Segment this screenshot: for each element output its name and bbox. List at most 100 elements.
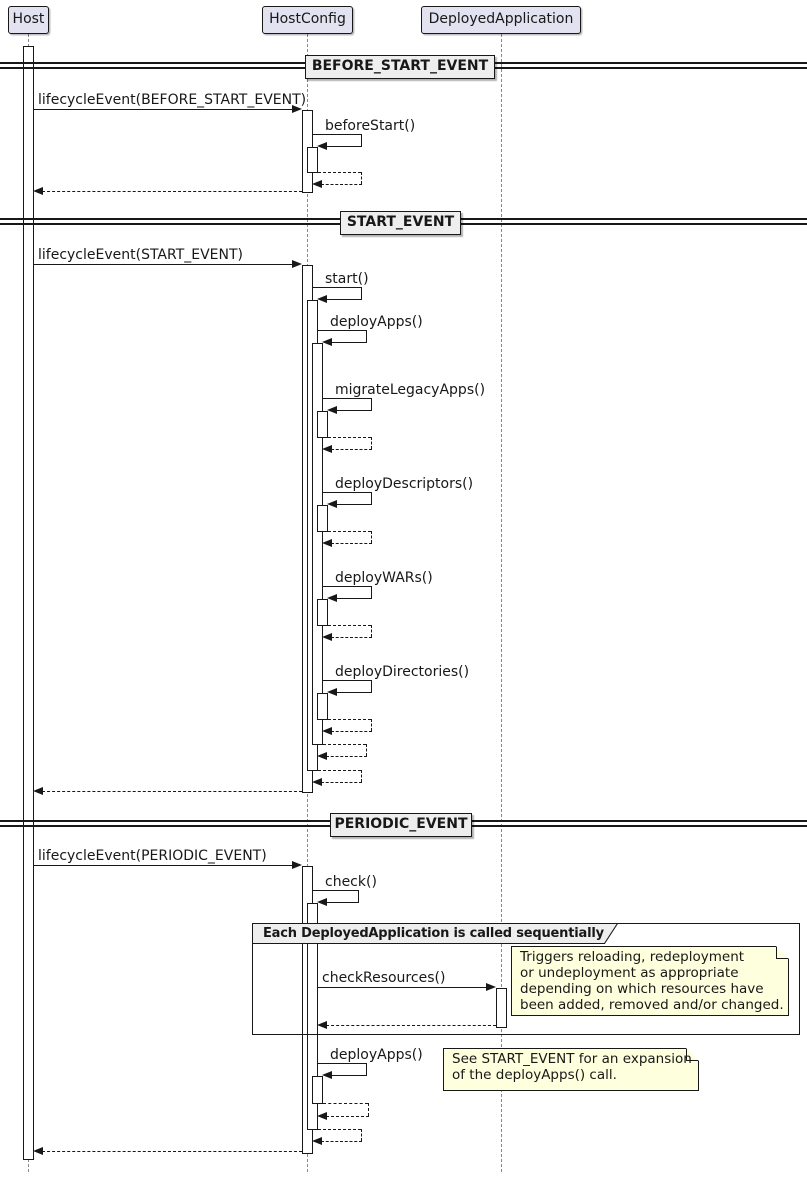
group-header-underline bbox=[253, 943, 605, 944]
activation-bar bbox=[312, 1076, 323, 1104]
participant-hostconfig: HostConfig bbox=[262, 6, 353, 34]
self-message-in-line bbox=[336, 504, 372, 505]
self-message-in-line bbox=[331, 1075, 367, 1076]
self-return-in-line bbox=[321, 184, 362, 185]
self-message-side-line bbox=[361, 134, 362, 146]
note-fold-icon bbox=[776, 947, 788, 959]
activation-bar bbox=[307, 903, 318, 1130]
self-return-in-line bbox=[331, 637, 372, 638]
arrowhead-icon bbox=[317, 1112, 327, 1120]
arrowhead-icon bbox=[312, 180, 322, 188]
message-label: lifecycleEvent(START_EVENT) bbox=[38, 247, 244, 263]
arrowhead-icon bbox=[33, 1147, 43, 1155]
self-message-out-line bbox=[313, 890, 358, 891]
message-label: deployDescriptors() bbox=[335, 476, 474, 492]
self-return-side-line bbox=[371, 719, 372, 731]
message-label: check() bbox=[325, 874, 377, 890]
self-return-in-line bbox=[331, 449, 372, 450]
arrowhead-icon bbox=[317, 1021, 327, 1029]
divider-start-event: START_EVENT bbox=[340, 211, 461, 235]
arrowhead-icon bbox=[33, 787, 43, 795]
self-message-side-line bbox=[371, 586, 372, 598]
self-message-out-line bbox=[323, 398, 371, 399]
arrowhead-icon bbox=[322, 727, 332, 735]
message-label: deployApps() bbox=[330, 314, 423, 330]
self-message-in-line bbox=[326, 299, 362, 300]
self-message-in-line bbox=[326, 146, 362, 147]
self-message-side-line bbox=[366, 330, 367, 342]
self-return-in-line bbox=[326, 756, 367, 757]
self-message-side-line bbox=[371, 398, 372, 410]
self-message-out-line bbox=[323, 492, 371, 493]
divider-before-start-event: BEFORE_START_EVENT bbox=[305, 55, 495, 79]
self-return-out-line bbox=[323, 1103, 368, 1104]
self-message-in-line bbox=[336, 410, 372, 411]
self-message-out-line bbox=[323, 680, 371, 681]
arrowhead-icon bbox=[322, 1071, 332, 1079]
self-return-in-line bbox=[321, 782, 362, 783]
note-text-line: been added, removed and/or changed. bbox=[520, 997, 784, 1013]
note-text-line: of the deployApps() call. bbox=[452, 1067, 617, 1083]
self-message-out-line bbox=[313, 287, 361, 288]
message-label: lifecycleEvent(BEFORE_START_EVENT) bbox=[38, 92, 307, 108]
self-return-out-line bbox=[328, 531, 371, 532]
self-message-in-line bbox=[331, 342, 367, 343]
self-message-out-line bbox=[318, 1063, 366, 1064]
participant-host: Host bbox=[8, 6, 49, 34]
self-message-side-line bbox=[366, 1063, 367, 1075]
message-line bbox=[317, 987, 487, 988]
self-return-out-line bbox=[323, 744, 366, 745]
arrowhead-icon bbox=[317, 752, 327, 760]
group-header bbox=[253, 924, 618, 944]
self-message-out-line bbox=[313, 134, 361, 135]
arrowhead-icon bbox=[327, 406, 337, 414]
activation-bar bbox=[496, 988, 507, 1028]
return-line bbox=[42, 1151, 302, 1152]
self-return-side-line bbox=[361, 1129, 362, 1141]
activation-bar bbox=[317, 693, 328, 720]
message-line bbox=[33, 109, 293, 110]
note-text-line: depending on which resources have bbox=[520, 981, 764, 997]
message-label: deployApps() bbox=[330, 1047, 423, 1063]
message-label: migrateLegacyApps() bbox=[335, 382, 486, 398]
self-return-out-line bbox=[328, 625, 371, 626]
message-label: deployDirectories() bbox=[335, 664, 470, 680]
arrowhead-icon bbox=[322, 338, 332, 346]
divider-periodic-event: PERIODIC_EVENT bbox=[330, 813, 472, 837]
self-return-out-line bbox=[318, 1129, 361, 1130]
self-return-out-line bbox=[328, 437, 371, 438]
group-frame: Each DeployedApplication is called seque… bbox=[252, 923, 800, 1035]
return-line bbox=[42, 791, 302, 792]
note-text-line: See START_EVENT for an expansion bbox=[452, 1051, 692, 1067]
activation-bar bbox=[307, 147, 318, 173]
self-message-in-line bbox=[326, 902, 359, 903]
return-line bbox=[42, 191, 302, 192]
group-label: Each DeployedApplication is called seque… bbox=[263, 926, 604, 941]
self-return-in-line bbox=[326, 1116, 369, 1117]
self-return-in-line bbox=[331, 543, 372, 544]
activation-bar bbox=[317, 505, 328, 532]
arrowhead-icon bbox=[322, 539, 332, 547]
arrowhead-icon bbox=[292, 861, 302, 869]
self-message-side-line bbox=[358, 890, 359, 902]
arrowhead-icon bbox=[33, 187, 43, 195]
self-return-in-line bbox=[321, 1141, 362, 1142]
self-return-side-line bbox=[366, 744, 367, 756]
arrowhead-icon bbox=[292, 260, 302, 268]
self-message-out-line bbox=[323, 586, 371, 587]
arrowhead-icon bbox=[317, 295, 327, 303]
self-return-side-line bbox=[371, 437, 372, 449]
self-message-side-line bbox=[371, 492, 372, 504]
arrowhead-icon bbox=[317, 142, 327, 150]
self-message-side-line bbox=[361, 287, 362, 299]
self-return-out-line bbox=[328, 719, 371, 720]
note-text-line: or undeployment as appropriate bbox=[520, 965, 739, 981]
note-fold-icon bbox=[686, 1049, 698, 1061]
self-message-in-line bbox=[336, 692, 372, 693]
self-message-side-line bbox=[371, 680, 372, 692]
self-message-out-line bbox=[318, 330, 366, 331]
self-return-side-line bbox=[371, 531, 372, 543]
